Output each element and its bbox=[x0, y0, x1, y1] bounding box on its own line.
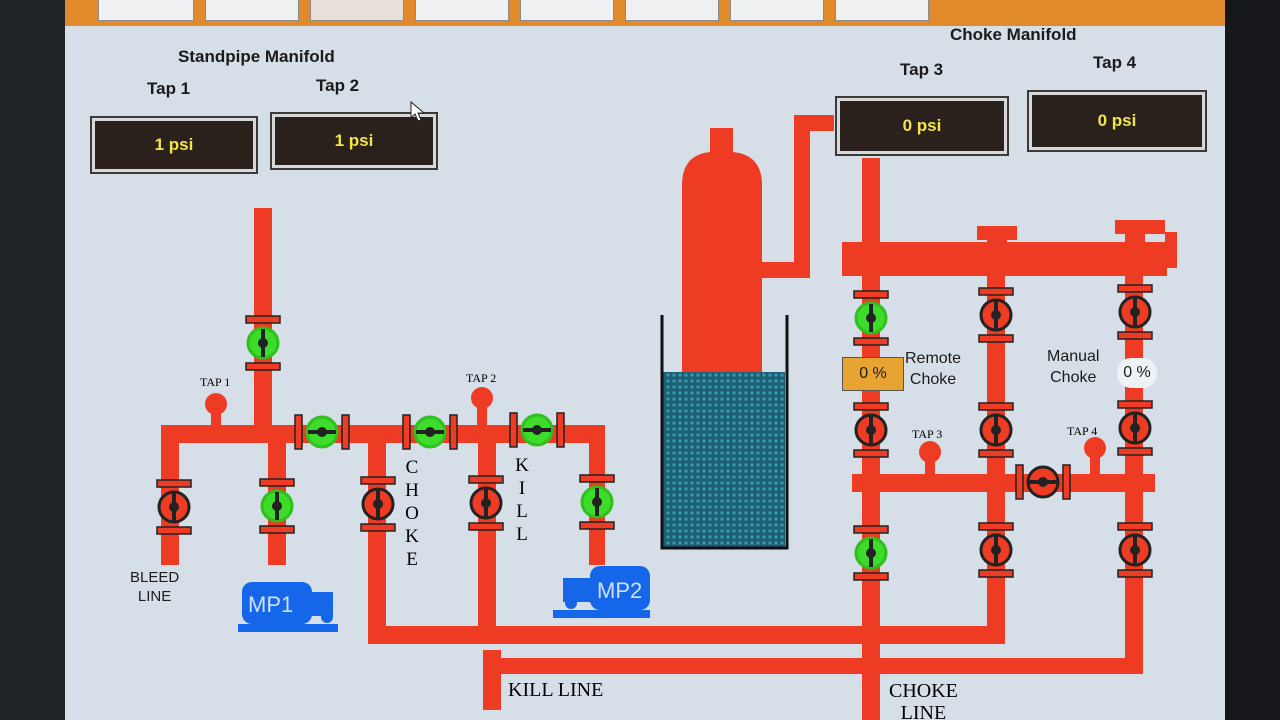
top-toolbar bbox=[65, 0, 1225, 26]
manual-choke-valve-2[interactable] bbox=[1117, 400, 1153, 456]
toolbar-button-5[interactable] bbox=[520, 0, 614, 21]
choke-manifold-valve-6[interactable] bbox=[978, 522, 1014, 578]
choke-manifold-title: Choke Manifold bbox=[950, 25, 1077, 44]
choke-vertical-label: C H O K E bbox=[405, 457, 419, 570]
tap2-pressure-gauge: 1 psi bbox=[272, 114, 436, 168]
standpipe-valve[interactable] bbox=[245, 315, 281, 371]
mud-tank bbox=[660, 315, 789, 550]
mp2-pump[interactable] bbox=[553, 566, 650, 618]
choke-line-label: CHOKE LINE bbox=[889, 680, 958, 720]
choke-manifold-valve-5[interactable] bbox=[978, 402, 1014, 458]
choke-manifold-valve-4[interactable] bbox=[978, 287, 1014, 343]
mp2-valve[interactable] bbox=[579, 474, 615, 530]
tap4-diagram-label: TAP 4 bbox=[1067, 424, 1098, 438]
tap1-diagram-label: TAP 1 bbox=[200, 375, 231, 389]
toolbar-button-1[interactable] bbox=[98, 0, 194, 21]
manual-choke-value[interactable]: 0 % bbox=[1117, 358, 1157, 388]
toolbar-button-8[interactable] bbox=[835, 0, 929, 21]
choke-manifold-cross-valve[interactable] bbox=[1015, 464, 1071, 500]
tap3-pressure-gauge: 0 psi bbox=[837, 98, 1007, 154]
tap1-heading: Tap 1 bbox=[147, 79, 191, 98]
header-valve-2[interactable] bbox=[402, 414, 458, 450]
tap4-pressure-gauge: 0 psi bbox=[1029, 92, 1205, 150]
remote-choke-label: Remote Choke bbox=[905, 350, 962, 388]
bleed-line-valve[interactable] bbox=[156, 479, 192, 535]
kill-vertical-label: K I L L bbox=[515, 455, 529, 545]
choke-manifold-valve-2[interactable] bbox=[853, 402, 889, 458]
choke-manifold-valve-1[interactable] bbox=[853, 290, 889, 346]
standpipe-manifold-title: Standpipe Manifold bbox=[178, 47, 335, 66]
kill-leg-valve[interactable] bbox=[468, 475, 504, 531]
monitor-bezel-left bbox=[0, 0, 65, 720]
manual-choke-valve-3[interactable] bbox=[1117, 522, 1153, 578]
manual-choke-label: Manual Choke bbox=[1047, 348, 1100, 386]
header-valve-3[interactable] bbox=[509, 412, 565, 448]
toolbar-button-6[interactable] bbox=[625, 0, 719, 21]
mp1-valve[interactable] bbox=[259, 478, 295, 534]
manual-choke-valve-1[interactable] bbox=[1117, 284, 1153, 340]
choke-manifold-valve-3[interactable] bbox=[853, 525, 889, 581]
bleed-line-label: BLEED LINE bbox=[130, 569, 180, 605]
toolbar-button-7[interactable] bbox=[730, 0, 824, 21]
tap1-pressure-gauge: 1 psi bbox=[92, 118, 256, 172]
tap3-heading: Tap 3 bbox=[900, 60, 944, 79]
kill-line-label: KILL LINE bbox=[508, 679, 604, 701]
tap2-heading: Tap 2 bbox=[316, 76, 360, 95]
mouse-cursor bbox=[410, 100, 426, 122]
tap4-heading: Tap 4 bbox=[1093, 53, 1137, 72]
mp1-pump[interactable] bbox=[238, 582, 338, 632]
tap3-diagram-label: TAP 3 bbox=[912, 427, 943, 441]
choke-leg-valve[interactable] bbox=[360, 476, 396, 532]
mp1-label: MP1 bbox=[248, 592, 293, 617]
hmi-screen: Standpipe Manifold Tap 1 Tap 2 1 psi 1 p… bbox=[65, 0, 1225, 720]
tap2-diagram-label: TAP 2 bbox=[466, 371, 497, 385]
toolbar-button-4[interactable] bbox=[415, 0, 509, 21]
header-valve-1[interactable] bbox=[294, 414, 350, 450]
remote-choke-value[interactable]: 0 % bbox=[842, 357, 904, 391]
mp2-label: MP2 bbox=[597, 578, 642, 603]
monitor-bezel-right bbox=[1225, 0, 1280, 720]
toolbar-button-2[interactable] bbox=[205, 0, 299, 21]
toolbar-button-3[interactable] bbox=[310, 0, 404, 21]
